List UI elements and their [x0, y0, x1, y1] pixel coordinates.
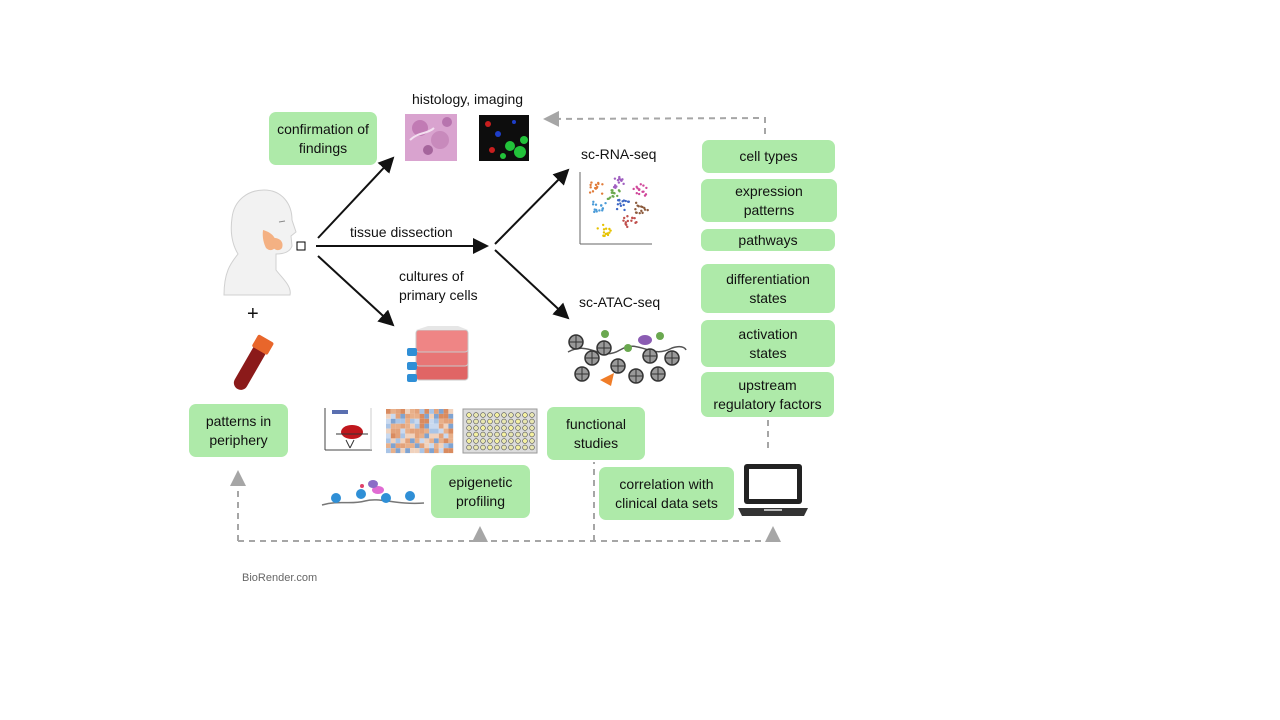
arrow-to-cultures: [317, 255, 395, 327]
histology-image: [405, 114, 457, 161]
box-epigenetic-profiling: epigenetic profiling: [431, 465, 530, 518]
label-cultures-primary-cells: cultures of primary cells: [399, 268, 478, 303]
scrna-tsne-plot: [579, 172, 652, 245]
blood-tube-icon: [233, 334, 274, 390]
well-plate-image: [462, 408, 538, 454]
patient-head-illustration: [223, 189, 297, 296]
box-functional-studies: functional studies: [547, 407, 645, 460]
crispr-assay-image: [324, 408, 372, 451]
label-sc-rna-seq: sc-RNA-seq: [581, 146, 657, 162]
box-correlation-clinical-data: correlation with clinical data sets: [599, 467, 734, 520]
arrow-to-histology: [317, 156, 395, 239]
label-sc-atac-seq: sc-ATAC-seq: [579, 294, 661, 310]
box-cell-types: cell types: [702, 140, 835, 173]
plus-sign: +: [247, 303, 259, 325]
box-expression-patterns: expression patterns: [701, 179, 837, 222]
box-confirmation-of-findings: confirmation of findings: [269, 112, 377, 165]
label-tissue-dissection: tissue dissection: [350, 224, 453, 240]
epigenetic-chromatin-illustration: [321, 480, 425, 506]
cell-culture-flasks: [407, 326, 469, 382]
box-patterns-in-periphery: patterns in periphery: [189, 404, 288, 457]
tissue-sample-marker: [296, 241, 306, 251]
label-histology-imaging: histology, imaging: [412, 91, 524, 107]
dashed-feedback-lines: [230, 110, 781, 542]
scatac-nucleosome-illustration: [567, 330, 687, 386]
biorender-credit: BioRender.com: [242, 572, 318, 584]
heatmap-image: [386, 409, 454, 454]
fluorescence-imaging-image: [479, 115, 529, 161]
laptop-icon: [738, 464, 808, 516]
box-upstream-regulatory-factors: upstream regulatory factors: [701, 372, 834, 417]
box-differentiation-states: differentiation states: [701, 264, 835, 313]
arrow-to-scrna: [494, 168, 570, 245]
box-pathways: pathways: [701, 229, 835, 251]
arrow-to-scatac: [494, 249, 570, 320]
box-activation-states: activation states: [701, 320, 835, 367]
